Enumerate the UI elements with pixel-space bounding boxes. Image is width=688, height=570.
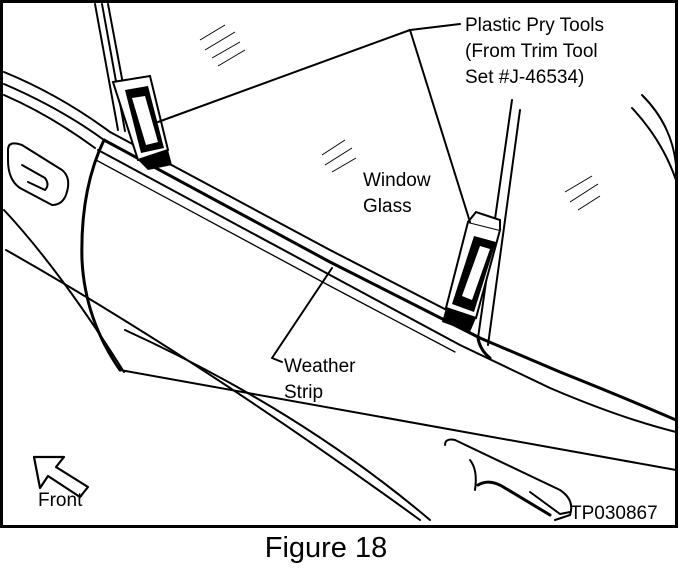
label-front: Front [38,490,83,511]
pry-tool-lower [442,210,502,332]
figure-code: TP030867 [570,503,658,524]
label-weather-line2: Strip [284,382,323,403]
door-body [3,71,678,521]
leader-lines [157,23,571,515]
rear-window-edge [641,94,677,166]
label-weather-line1: Weather [284,356,356,377]
glass-glare [199,24,601,211]
front-door-handle [7,142,70,206]
figure-caption: Figure 18 [265,532,388,564]
label-pry-tools-line3: Set #J-46534) [465,67,584,88]
label-window-line2: Glass [363,196,412,217]
figure-frame [0,0,678,528]
front-arrow-icon [32,455,90,499]
label-window-line1: Window [363,170,431,191]
rear-door-handle [444,438,573,521]
label-pry-tools-line2: (From Trim Tool [465,41,598,62]
pry-tool-upper [111,74,172,170]
label-pry-tools-line1: Plastic Pry Tools [465,15,604,36]
